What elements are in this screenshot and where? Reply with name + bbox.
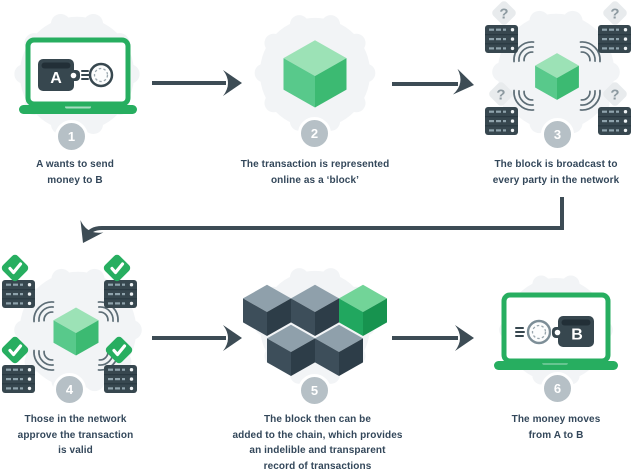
caption-line: The block then can be xyxy=(263,414,372,425)
caption-line: record of transactions xyxy=(263,460,372,472)
step-2-graphic xyxy=(254,15,376,131)
server-node-icon xyxy=(104,280,137,308)
arrow-step3-to-step4 xyxy=(84,197,564,238)
step-number-badge: 4 xyxy=(53,373,86,406)
check-badge-icon xyxy=(0,251,32,285)
check-badge-icon xyxy=(100,251,134,285)
wallet-a-label: A xyxy=(50,70,62,87)
step-3-caption: The block is broadcast to every party in… xyxy=(461,157,640,188)
step-5-caption: The block then can be added to the chain… xyxy=(200,412,435,474)
laptop-send-icon: A xyxy=(19,37,137,114)
caption-line: The money moves xyxy=(511,414,601,425)
wallet-a-icon: A xyxy=(38,59,80,91)
step-1-caption: A wants to send money to B xyxy=(0,157,150,188)
server-node-icon xyxy=(598,107,631,135)
caption-line: A wants to send xyxy=(36,159,114,170)
motion-lines-icon xyxy=(81,70,90,80)
caption-line: The block is broadcast to xyxy=(494,159,618,170)
server-node-icon xyxy=(485,107,518,135)
caption-line: every party in the network xyxy=(492,174,620,186)
server-node-icon xyxy=(104,365,137,393)
blockchain-stack-icon xyxy=(243,284,387,376)
server-node-icon xyxy=(485,25,518,53)
step-3-graphic xyxy=(485,0,631,135)
server-node-icon xyxy=(2,280,35,308)
coin-icon xyxy=(526,319,552,345)
step-1-graphic: A xyxy=(14,13,140,135)
caption-line: money to B xyxy=(47,174,103,186)
step-6-caption: The money moves from A to B xyxy=(476,412,636,443)
step-4-caption: Those in the network approve the transac… xyxy=(0,412,153,459)
caption-line: The transaction is represented xyxy=(240,159,390,170)
step-number-badge: 6 xyxy=(541,372,574,405)
server-node-icon xyxy=(2,365,35,393)
caption-line: Those in the network xyxy=(24,414,127,425)
server-node-icon xyxy=(598,25,631,53)
coin-icon xyxy=(88,62,114,88)
caption-line: added to the chain, which provides xyxy=(232,429,403,441)
question-badge-icon xyxy=(490,0,518,27)
wallet-b-icon: B xyxy=(552,316,594,347)
step-number-badge: 3 xyxy=(541,118,574,151)
caption-line: is valid xyxy=(58,445,93,456)
caption-line: approve the transaction xyxy=(17,429,134,441)
caption-line: from A to B xyxy=(528,429,584,441)
step-2-caption: The transaction is represented online as… xyxy=(210,157,420,188)
motion-lines-icon xyxy=(515,327,525,337)
arrowhead-icon xyxy=(71,220,104,250)
caption-line: an indelible and transparent xyxy=(249,445,386,456)
step-4-graphic xyxy=(0,251,142,393)
wallet-b-label: B xyxy=(571,327,583,344)
step-6-graphic: B xyxy=(494,275,618,385)
step-5-graphic xyxy=(243,268,387,384)
laptop-receive-icon: B xyxy=(494,292,618,370)
question-badge-icon xyxy=(601,0,629,27)
step-number-badge: 1 xyxy=(55,120,88,153)
step-number-badge: 2 xyxy=(298,117,331,150)
caption-line: online as a ‘block’ xyxy=(270,174,360,186)
step-number-badge: 5 xyxy=(298,374,331,407)
